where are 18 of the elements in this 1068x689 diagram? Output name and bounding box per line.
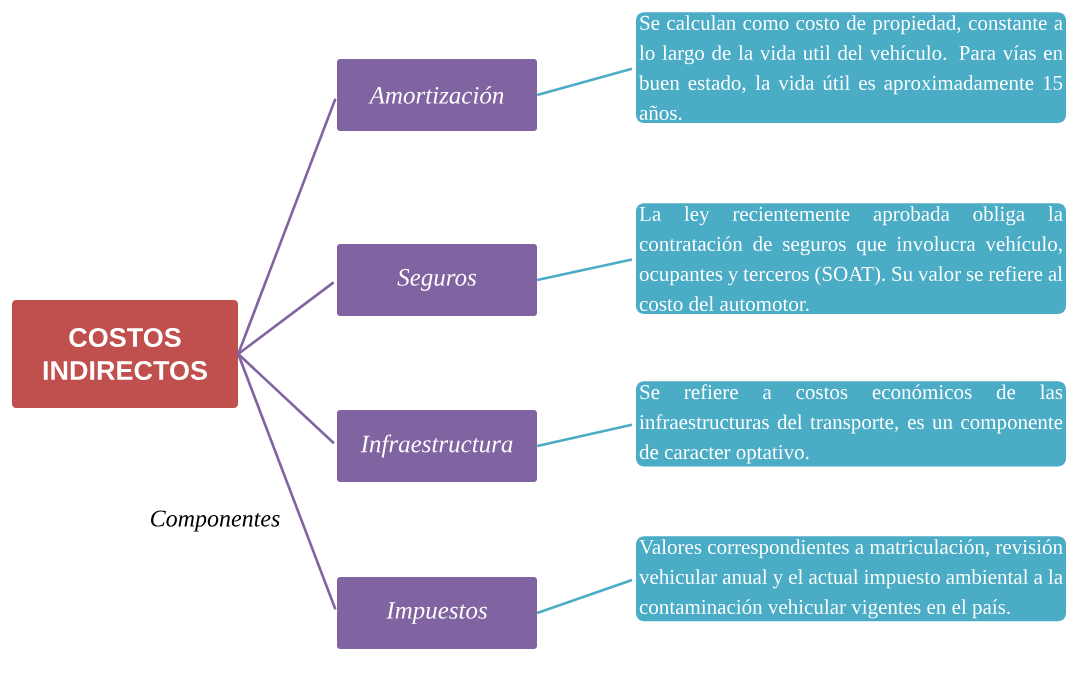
connector-line: [237, 281, 335, 356]
connector-line: [237, 353, 337, 610]
description-box: Valores correspondientes a matriculación, revisión vehicular anual y el actual impuesto ambiental a la contaminación vehicular vigentes en el país.: [636, 536, 1066, 622]
connector-line: [237, 353, 335, 445]
label-text: Componentes: [151, 510, 280, 532]
connector-line: [237, 98, 337, 355]
connector-line: [536, 258, 633, 282]
component-box: Infraestructura: [337, 410, 537, 482]
description-box: Se calculan como costo de propiedad, constante a lo largo de la vida util del vehículo. Para vías en buen estado, la vida útil es aproximadamente 15 años.: [636, 12, 1066, 124]
connector-line: [536, 578, 633, 615]
component-box: Impuestos: [337, 577, 537, 649]
root-box: COSTOS INDIRECTOS: [12, 300, 238, 408]
component-box: Amortización: [337, 59, 537, 131]
description-box: Se refiere a costos económicos de las infraestructuras del transporte, es un componente de caracter optativo.: [636, 381, 1066, 467]
connector-line: [536, 423, 633, 448]
component-box: Seguros: [337, 244, 537, 316]
connector-line: [536, 67, 633, 97]
description-box: La ley recientemente aprobada obliga la contratación de seguros que involucra vehículo, ocupantes y terceros (SOAT). Su valor se refiere al costo del automotor.: [636, 203, 1066, 315]
